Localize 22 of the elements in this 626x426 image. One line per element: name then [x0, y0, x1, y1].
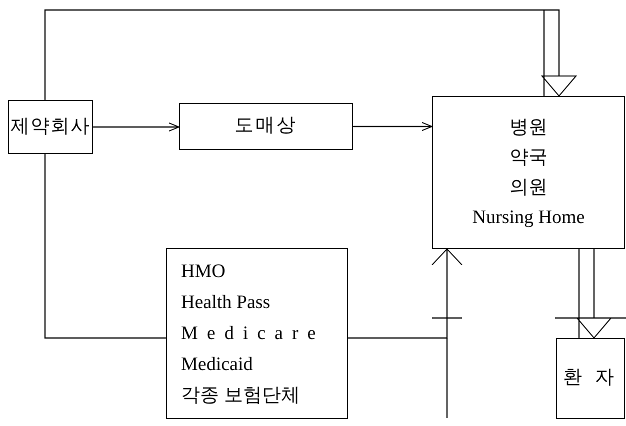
- box-text: 약국: [510, 146, 548, 170]
- arrow: [93, 122, 180, 132]
- box-text: 각종 보험단체: [181, 384, 300, 408]
- process-box: [432, 96, 625, 249]
- box-text: 제약회사: [10, 114, 90, 139]
- box-text: HMO: [181, 260, 226, 284]
- box-text: 환 자: [563, 366, 618, 390]
- box-text: Nursing Home: [472, 206, 585, 230]
- process-box: [8, 100, 93, 154]
- box-text: Medicare: [181, 322, 325, 346]
- box-text: 도매상: [234, 114, 298, 138]
- process-box: [556, 338, 625, 419]
- double-arrow: [576, 249, 612, 338]
- box-text: Health Pass: [181, 291, 270, 315]
- double-arrow: [44, 9, 576, 100]
- process-box: [179, 103, 353, 150]
- box-text: 병원: [510, 116, 548, 140]
- box-text: 의원: [510, 176, 548, 200]
- box-text: Medicaid: [181, 353, 253, 377]
- process-box: [166, 248, 348, 419]
- arrow: [348, 248, 462, 339]
- arrow: [353, 122, 432, 131]
